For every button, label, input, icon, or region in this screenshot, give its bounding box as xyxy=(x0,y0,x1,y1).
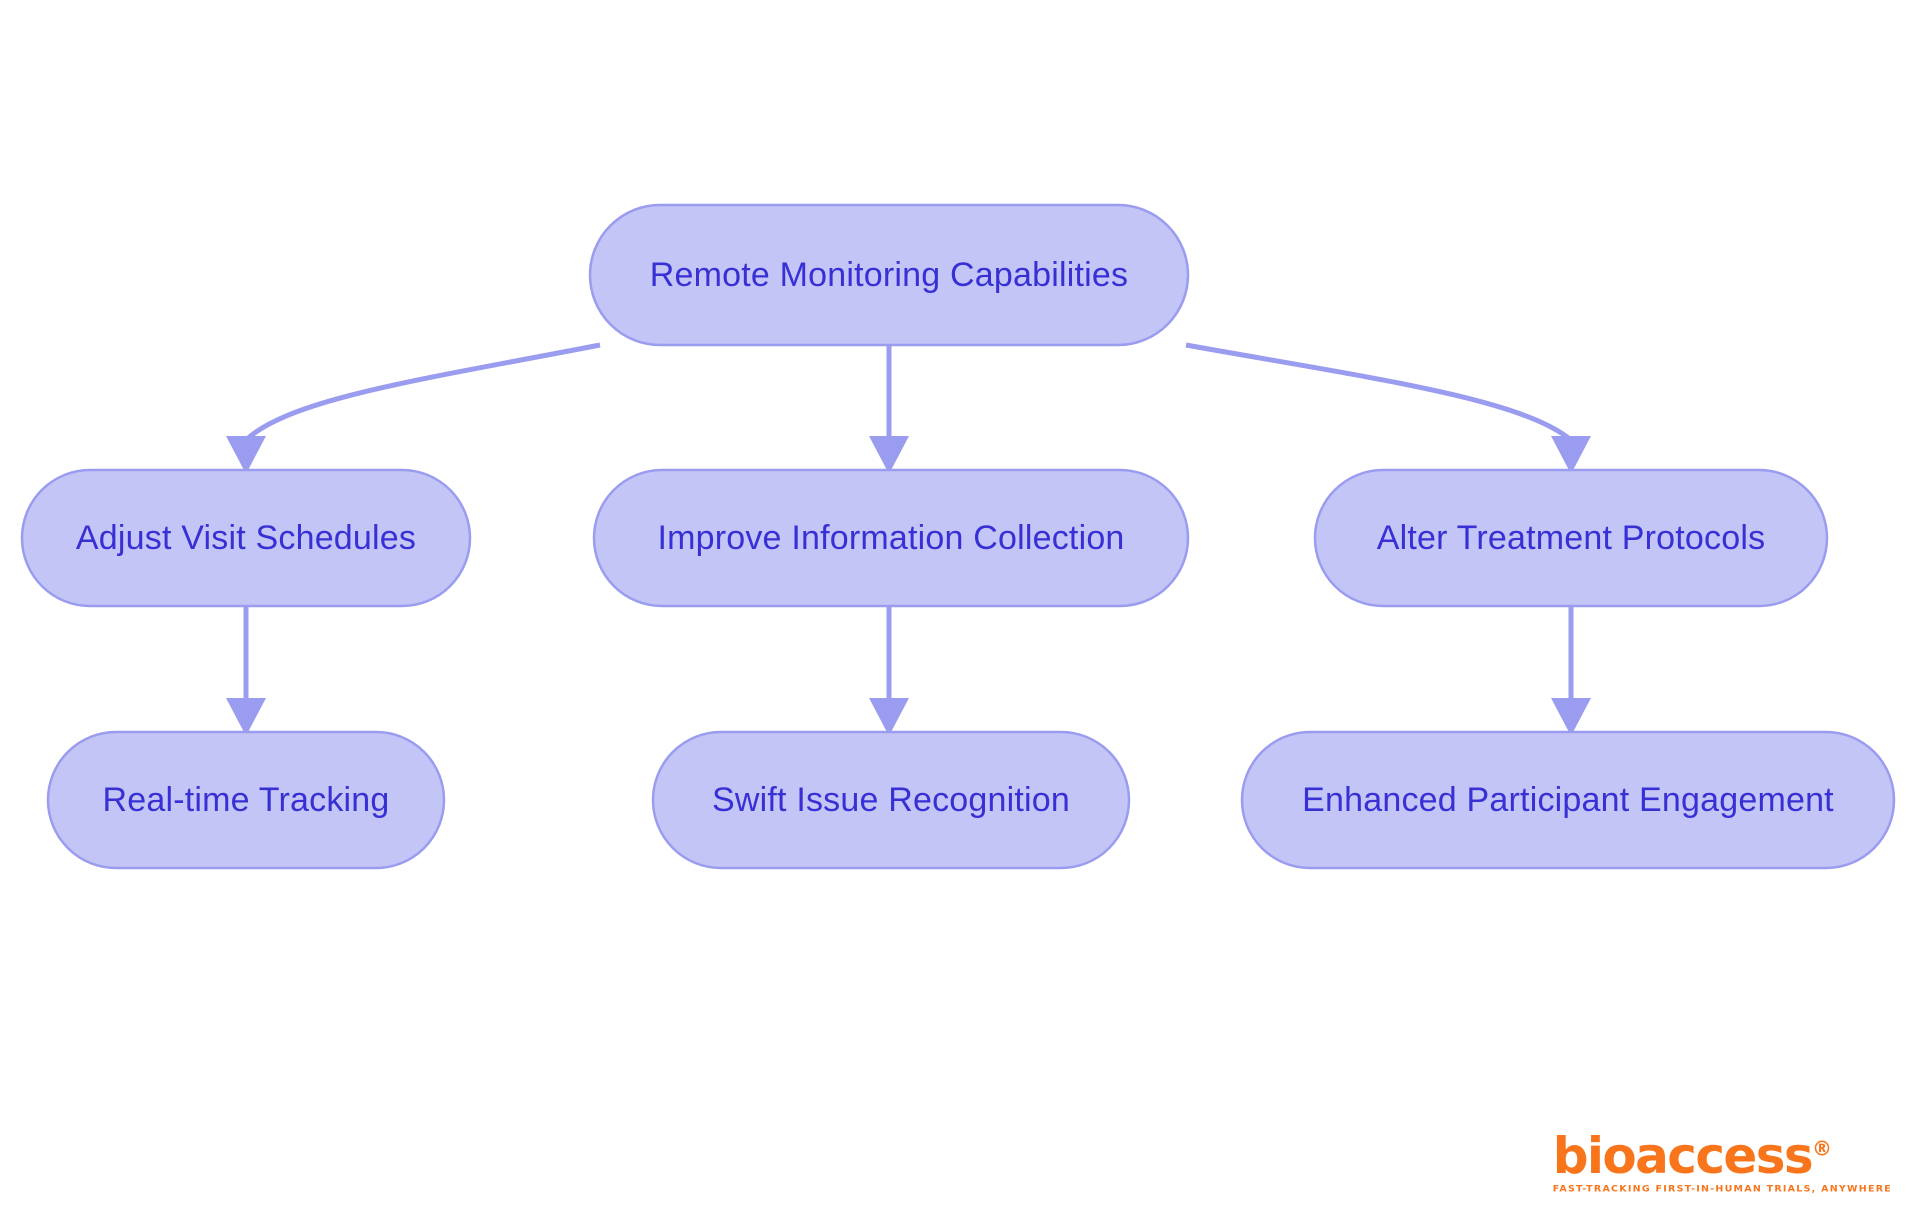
node-improve-information-collection-label: Improve Information Collection xyxy=(657,519,1124,557)
node-root-label: Remote Monitoring Capabilities xyxy=(650,256,1128,294)
bioaccess-wordmark: bioaccess® xyxy=(1553,1131,1892,1181)
registered-trademark-icon: ® xyxy=(1812,1136,1833,1161)
node-enhanced-participant-engagement[interactable]: Enhanced Participant Engagement xyxy=(1240,730,1896,870)
node-alter-treatment-protocols[interactable]: Alter Treatment Protocols xyxy=(1313,468,1829,608)
arrowhead-engagement xyxy=(1551,698,1591,736)
node-swift-issue-recognition-shape[interactable] xyxy=(651,730,1131,870)
arrowhead-improve xyxy=(869,436,909,474)
node-improve-information-collection-shape[interactable] xyxy=(592,468,1190,608)
node-real-time-tracking[interactable]: Real-time Tracking xyxy=(46,730,446,870)
node-adjust-visit-schedules[interactable]: Adjust Visit Schedules xyxy=(20,468,472,608)
arrowhead-alter xyxy=(1551,436,1591,474)
node-swift-issue-recognition-label: Swift Issue Recognition xyxy=(712,781,1070,819)
node-real-time-tracking-label: Real-time Tracking xyxy=(102,781,389,819)
node-adjust-visit-schedules-label: Adjust Visit Schedules xyxy=(76,519,416,557)
arrowhead-swift xyxy=(869,698,909,736)
node-adjust-visit-schedules-shape[interactable] xyxy=(20,468,472,608)
arrowhead-realtime xyxy=(226,698,266,736)
node-swift-issue-recognition[interactable]: Swift Issue Recognition xyxy=(651,730,1131,870)
node-enhanced-participant-engagement-label: Enhanced Participant Engagement xyxy=(1302,781,1834,819)
node-real-time-tracking-shape[interactable] xyxy=(46,730,446,870)
node-alter-treatment-protocols-shape[interactable] xyxy=(1313,468,1829,608)
node-root[interactable]: Remote Monitoring Capabilities xyxy=(588,203,1190,347)
node-improve-information-collection[interactable]: Improve Information Collection xyxy=(592,468,1190,608)
bioaccess-wordmark-text: bioaccess xyxy=(1552,1127,1814,1185)
edge-root-to-adjust xyxy=(244,342,601,442)
arrowhead-adjust xyxy=(226,436,266,474)
edge-layer xyxy=(226,342,1591,736)
bioaccess-logo: bioaccess® FAST-TRACKING FIRST-IN-HUMAN … xyxy=(1553,1131,1892,1195)
node-root-shape[interactable] xyxy=(588,203,1190,347)
node-enhanced-participant-engagement-shape[interactable] xyxy=(1240,730,1896,870)
bioaccess-tagline: FAST-TRACKING FIRST-IN-HUMAN TRIALS, ANY… xyxy=(1552,1184,1892,1195)
node-alter-treatment-protocols-label: Alter Treatment Protocols xyxy=(1377,519,1766,557)
edge-root-to-alter xyxy=(1185,342,1573,442)
